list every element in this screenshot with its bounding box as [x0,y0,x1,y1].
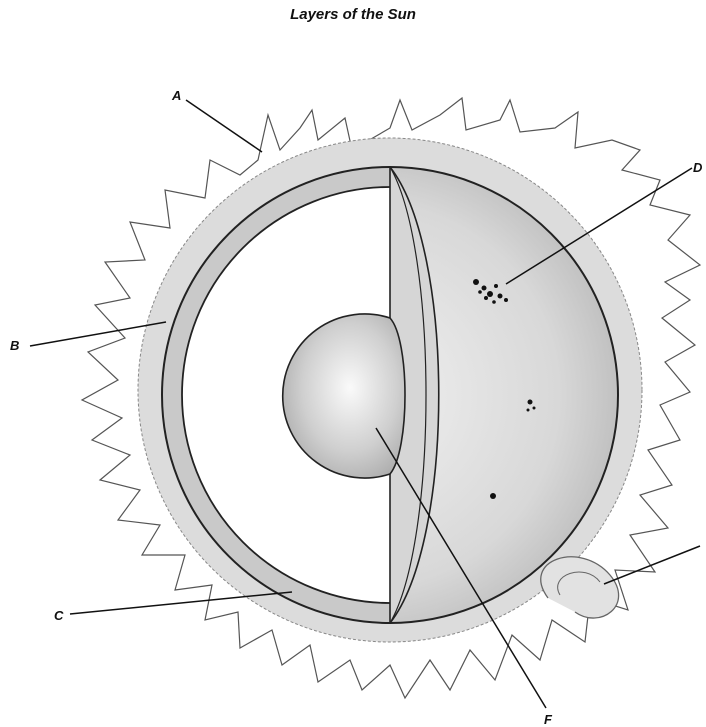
label-a: A [171,88,181,103]
label-d: D [693,160,703,175]
label-c: C [54,608,64,623]
label-f: F [544,712,553,727]
label-b: B [10,338,19,353]
leader-a [186,100,262,152]
